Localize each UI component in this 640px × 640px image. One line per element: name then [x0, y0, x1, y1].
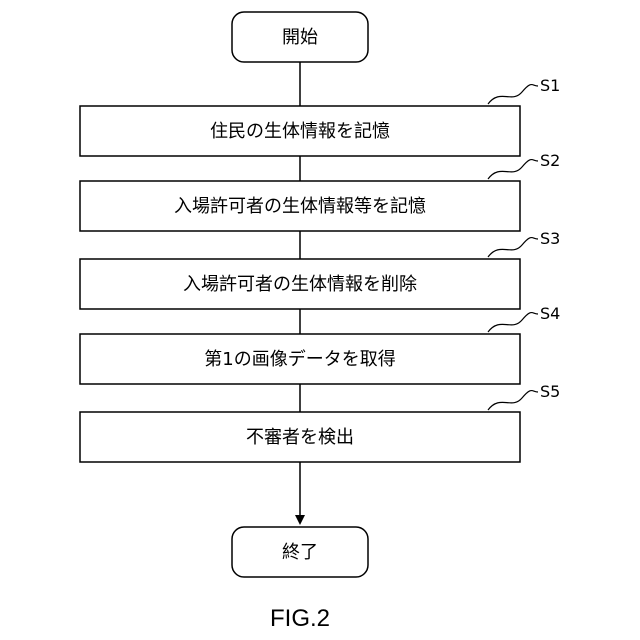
end-terminal: 終了	[232, 527, 368, 577]
step-leader-s3	[488, 238, 538, 258]
process-label-s5: 不審者を検出	[246, 427, 354, 448]
start-terminal-label: 開始	[282, 27, 318, 48]
start-terminal: 開始	[232, 12, 368, 62]
step-id-s2: S2	[540, 151, 560, 170]
step-id-s5: S5	[540, 382, 560, 401]
process-label-s1: 住民の生体情報を記憶	[210, 121, 390, 142]
process-label-s3: 入場許可者の生体情報を削除	[183, 274, 417, 295]
step-id-s3: S3	[540, 229, 560, 248]
process-step-s4: 第1の画像データを取得 S4	[80, 304, 560, 384]
step-leader-s5	[488, 391, 538, 411]
process-step-s5: 不審者を検出 S5	[80, 382, 560, 462]
process-step-s1: 住民の生体情報を記憶 S1	[80, 76, 560, 156]
step-leader-s1	[488, 85, 538, 105]
process-step-s2: 入場許可者の生体情報等を記憶 S2	[80, 151, 560, 231]
end-terminal-label: 終了	[282, 542, 318, 563]
process-step-s3: 入場許可者の生体情報を削除 S3	[80, 229, 560, 309]
step-id-s1: S1	[540, 76, 560, 95]
step-id-s4: S4	[540, 304, 560, 323]
process-label-s2: 入場許可者の生体情報等を記憶	[174, 196, 426, 217]
figure-label: FIG.2	[270, 605, 330, 632]
step-leader-s4	[488, 313, 538, 333]
step-leader-s2	[488, 160, 538, 180]
process-label-s4: 第1の画像データを取得	[204, 349, 395, 370]
